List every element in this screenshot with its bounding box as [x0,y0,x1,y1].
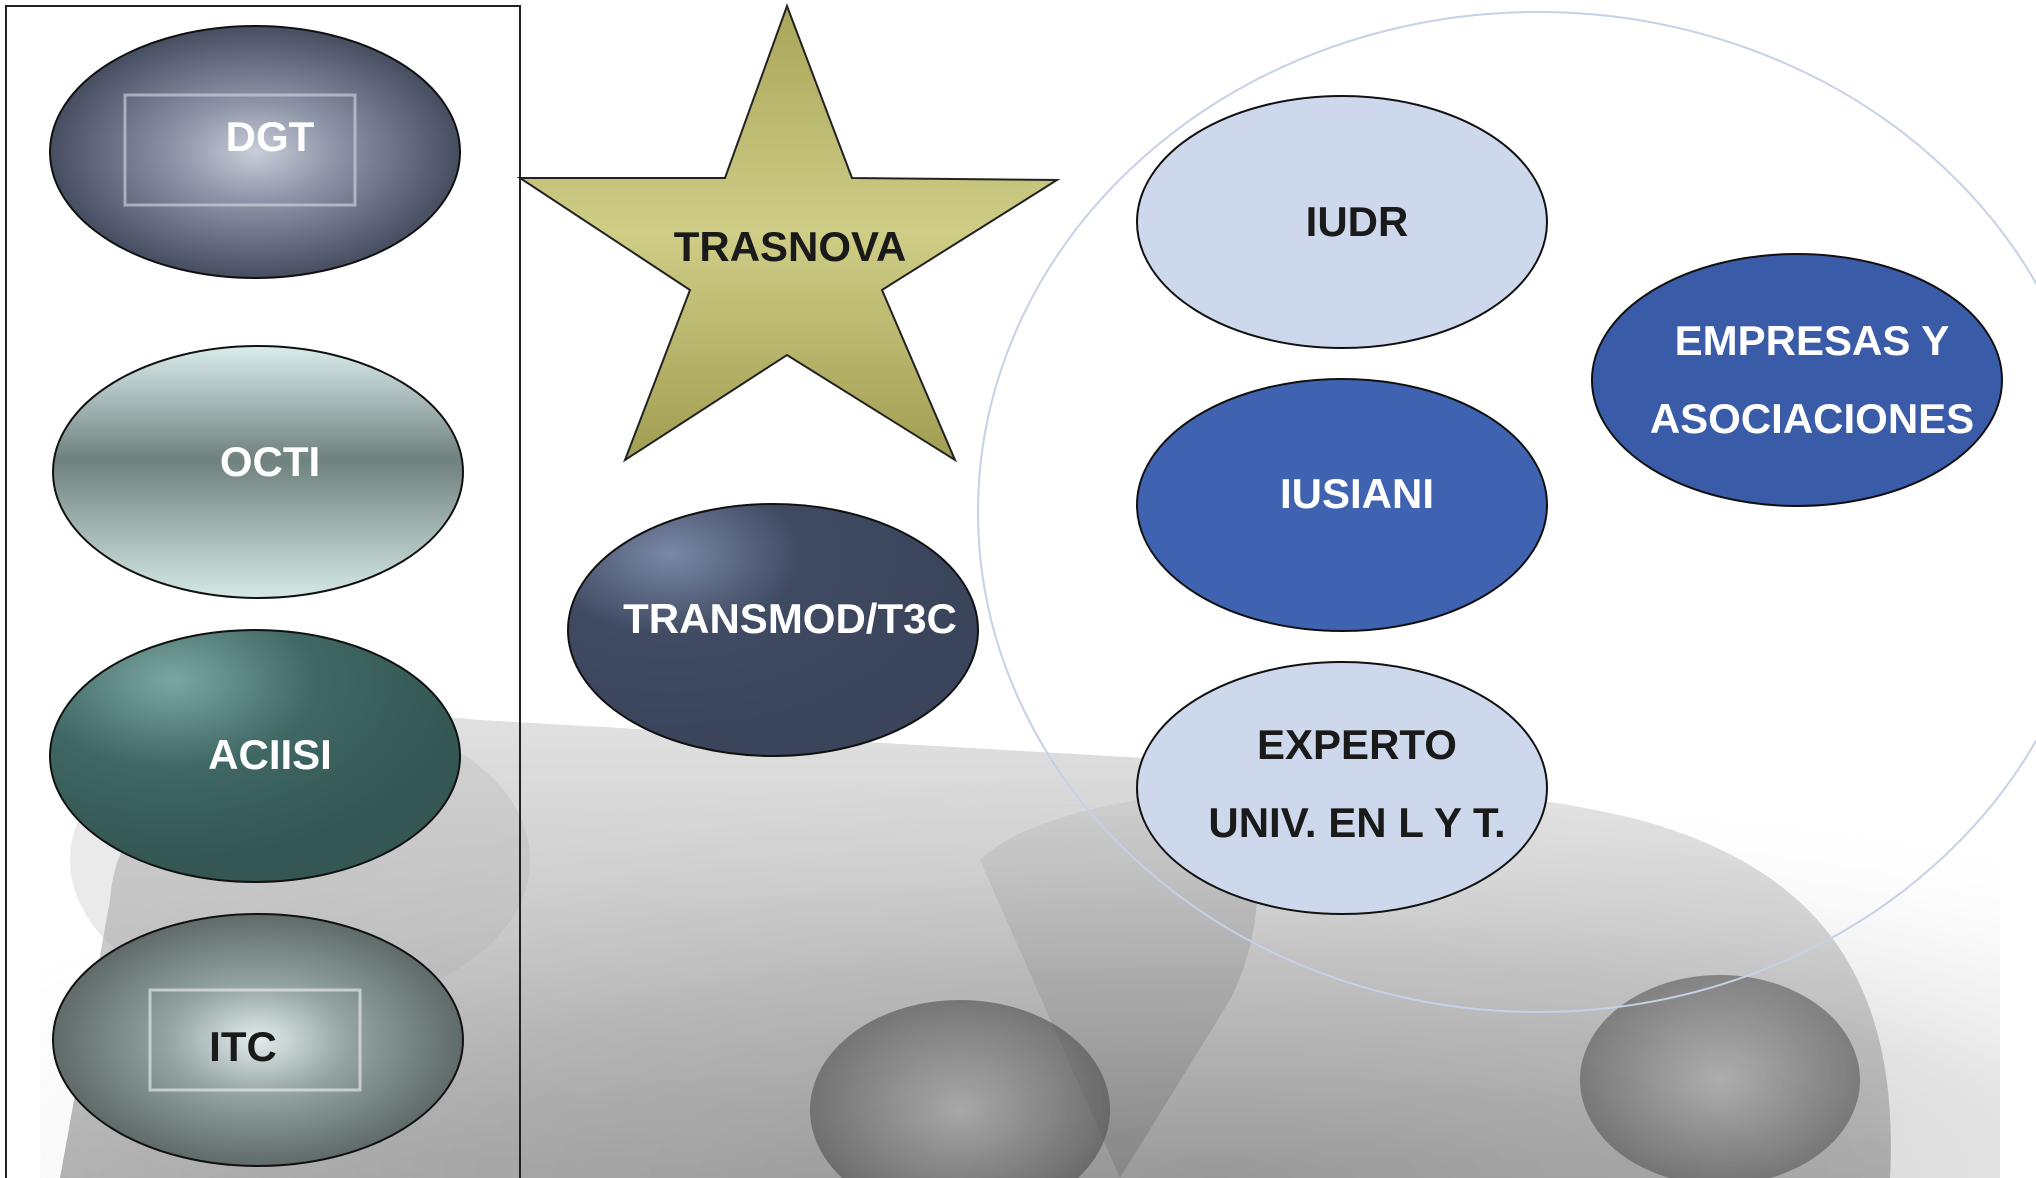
node-octi-label: OCTI [220,438,320,485]
node-aciisi-label: ACIISI [208,731,332,778]
node-dgt: DGT [49,25,461,279]
node-transmod-label: TRANSMOD/T3C [623,595,957,642]
node-itc: ITC [52,913,464,1167]
node-trasnova-label: TRASNOVA [674,223,907,270]
node-iudr-label: IUDR [1306,198,1409,245]
node-empresas-label-line2: ASOCIACIONES [1650,395,1974,442]
node-empresas: EMPRESAS Y ASOCIACIONES [1591,253,2003,507]
right-group-circle [977,11,2036,1013]
node-aciisi: ACIISI [49,629,461,883]
left-group-box [5,5,521,1178]
node-experto-label-line2: UNIV. EN L Y T. [1208,799,1505,846]
node-iusiani-label: IUSIANI [1280,470,1434,517]
node-octi: OCTI [52,345,464,599]
node-trasnova: TRASNOVA [516,3,1061,463]
node-empresas-label-line1: EMPRESAS Y [1675,317,1950,364]
node-itc-label: ITC [209,1023,277,1070]
node-dgt-label: DGT [226,113,315,160]
node-iusiani: IUSIANI [1136,378,1548,632]
node-experto-label-line1: EXPERTO [1257,721,1457,768]
node-iudr: IUDR [1136,95,1548,349]
node-experto: EXPERTO UNIV. EN L Y T. [1136,661,1548,915]
node-transmod: TRANSMOD/T3C [567,503,979,757]
